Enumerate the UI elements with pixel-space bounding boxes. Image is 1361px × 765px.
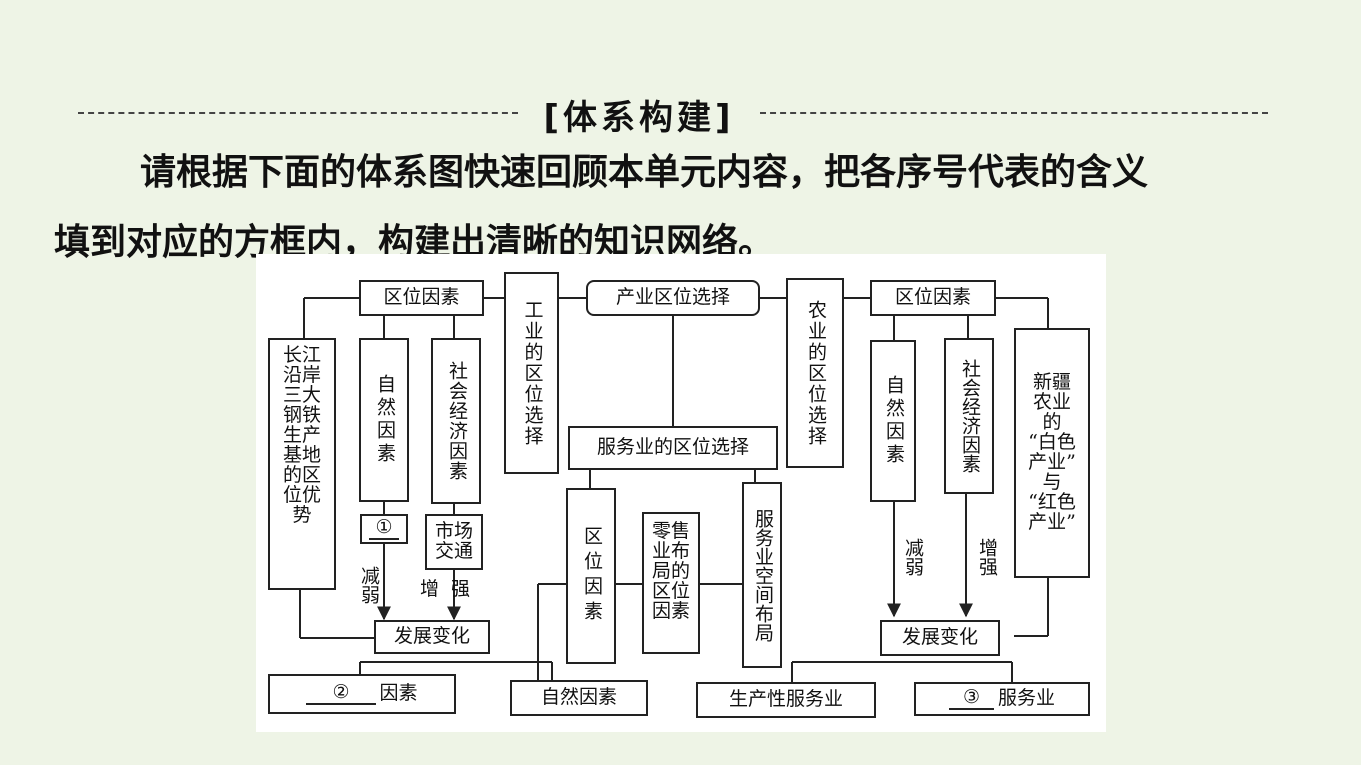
case-line: 的 bbox=[1042, 411, 1062, 434]
agriculture-natural-text: 自然因素 bbox=[882, 375, 905, 467]
weaken-text: 减弱 bbox=[901, 538, 924, 576]
heading-title: [体系构建] bbox=[543, 98, 735, 138]
industry-socio-economic-box: 社会经济因素 bbox=[431, 338, 481, 504]
industry-location-title-box: 工业的区位选择 bbox=[504, 272, 559, 474]
case-line: 长江 bbox=[282, 344, 321, 366]
case-line: 生产 bbox=[282, 423, 321, 446]
concept-map: 产业区位选择 区位因素 工业的区位选择 长江 沿岸 三大 钢铁 生产 基地 的区… bbox=[256, 254, 1106, 732]
service-location-title-box: 服务业的区位选择 bbox=[568, 426, 778, 470]
agriculture-location-title-box: 农业的区位选择 bbox=[786, 278, 844, 468]
case-line: 的区 bbox=[282, 463, 321, 486]
blank-2-number: ② bbox=[306, 682, 376, 705]
agriculture-natural-factors-box: 自然因素 bbox=[870, 340, 916, 502]
agriculture-socio-economic-text: 社会经济因素 bbox=[958, 359, 981, 473]
producer-services-box: 生产性服务业 bbox=[696, 682, 876, 718]
industry-natural-text: 自然因素 bbox=[373, 374, 396, 466]
case-line: 钢铁 bbox=[282, 403, 321, 426]
agriculture-case-box: 新疆 农业 的 “白色 产业” 与 “红色 产业” bbox=[1014, 328, 1090, 578]
retail-factors-text: 零售 业布 局的 区位 因素 bbox=[651, 520, 690, 622]
case-line: 产业” bbox=[1028, 451, 1076, 473]
service-natural-factors-box: 自然因素 bbox=[510, 680, 648, 716]
section-heading: [体系构建] bbox=[72, 90, 1272, 138]
case-line: 基地 bbox=[282, 443, 321, 466]
case-line: 农业 bbox=[1032, 391, 1071, 414]
industry-strengthen-label: 增强 bbox=[420, 578, 483, 600]
service-location-factors-text: 区位因素 bbox=[580, 526, 603, 626]
case-line: 产业” bbox=[1028, 510, 1076, 533]
case-line: 沿岸 bbox=[282, 363, 321, 386]
strengthen-text: 增强 bbox=[975, 538, 998, 576]
blank-3-number: ③ bbox=[948, 687, 995, 710]
market-transport-text: 市场交通 bbox=[434, 520, 473, 562]
agriculture-socio-economic-box: 社会经济因素 bbox=[944, 338, 994, 494]
intro-line-1: 请根据下面的体系图快速回顾本单元内容，把各序号代表的含义 bbox=[140, 152, 1149, 193]
industry-socio-economic-text: 社会经济因素 bbox=[445, 361, 468, 481]
industry-case-text: 长江 沿岸 三大 钢铁 生产 基地 的区 位优 势 bbox=[282, 344, 321, 526]
service-spatial-layout-box: 服务业空间布局 bbox=[742, 482, 782, 668]
service-location-factors-box: 区位因素 bbox=[566, 488, 616, 664]
industry-case-box: 长江 沿岸 三大 钢铁 生产 基地 的区 位优 势 bbox=[268, 338, 336, 590]
root-node: 产业区位选择 bbox=[586, 280, 760, 316]
industry-market-transport-box: 市场交通 bbox=[425, 514, 483, 570]
industry-location-factors-box: 区位因素 bbox=[359, 280, 484, 316]
industry-title-text: 工业的区位选择 bbox=[521, 299, 544, 447]
heading-dashed-rule-right bbox=[760, 112, 1268, 114]
retail-line: 区位 bbox=[651, 579, 690, 602]
retail-line: 零售 bbox=[651, 520, 690, 542]
case-line: 势 bbox=[292, 503, 312, 526]
retail-line: 因素 bbox=[651, 599, 690, 622]
industry-blank-1: ① bbox=[360, 514, 408, 544]
agriculture-case-text: 新疆 农业 的 “白色 产业” 与 “红色 产业” bbox=[1028, 371, 1076, 533]
agriculture-location-factors-box: 区位因素 bbox=[870, 280, 996, 316]
agriculture-weaken-label: 减弱 bbox=[901, 538, 924, 576]
case-line: 与 bbox=[1042, 470, 1062, 493]
case-line: 位优 bbox=[282, 483, 321, 506]
service-blank-2-box: ② 因素 bbox=[268, 674, 456, 714]
weaken-text: 减弱 bbox=[357, 566, 380, 604]
industry-natural-factors-box: 自然因素 bbox=[359, 338, 409, 502]
service-blank-3-box: ③ 服务业 bbox=[914, 682, 1090, 716]
case-line: 新疆 bbox=[1032, 371, 1071, 394]
industry-weaken-label: 减弱 bbox=[357, 566, 380, 604]
case-line: “白色 bbox=[1028, 431, 1076, 454]
blank-2-suffix: 因素 bbox=[379, 682, 418, 705]
case-line: 三大 bbox=[282, 383, 321, 406]
case-line: “红色 bbox=[1028, 490, 1076, 513]
agriculture-development-change-box: 发展变化 bbox=[880, 620, 1000, 656]
connector-lines bbox=[299, 297, 1049, 682]
blank-1-number: ① bbox=[369, 517, 399, 540]
industry-development-change-box: 发展变化 bbox=[374, 620, 490, 654]
blank-3-suffix: 服务业 bbox=[998, 687, 1056, 710]
spatial-layout-text: 服务业空间布局 bbox=[751, 508, 774, 642]
retail-line: 业布 bbox=[651, 539, 690, 562]
heading-dashed-rule-left bbox=[78, 112, 518, 114]
retail-line: 局的 bbox=[651, 559, 690, 582]
retail-factors-box: 零售 业布 局的 区位 因素 bbox=[642, 512, 700, 654]
agriculture-title-text: 农业的区位选择 bbox=[804, 299, 827, 447]
agriculture-strengthen-label: 增强 bbox=[975, 538, 998, 576]
